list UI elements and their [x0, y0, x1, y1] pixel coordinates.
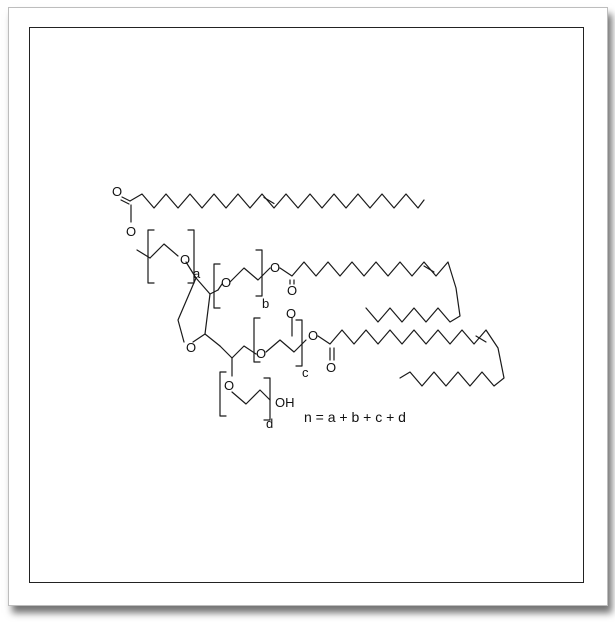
atom-o-carbonyl-c: O: [326, 360, 336, 375]
subscript-b: b: [262, 296, 269, 311]
double-bond-top: [263, 196, 275, 205]
atom-o-ring: O: [186, 340, 196, 355]
oleate-chain-b: [279, 261, 461, 323]
bracket-c-close: [295, 319, 303, 367]
peg-chain-c: [219, 317, 307, 367]
atom-o-chain-c: O: [256, 346, 266, 361]
figure-card: [8, 7, 608, 606]
bracket-a-close: [187, 229, 195, 284]
bracket-d-close: [263, 377, 271, 421]
atom-o-ester-top: O: [126, 224, 136, 239]
atom-o-ester-b: O: [270, 260, 280, 275]
bracket-b-close: [255, 249, 263, 297]
double-bond-c: [475, 335, 487, 343]
atom-o-chain-a: O: [180, 252, 190, 267]
oleate-chain-top: [129, 193, 425, 223]
subscript-c: c: [302, 365, 309, 380]
atom-o-carbonyl-c-link: O: [286, 306, 296, 321]
peg-chain-b: [213, 249, 271, 309]
sorbitan-ring: [177, 277, 221, 347]
bracket-a-open: [147, 229, 155, 284]
atom-o-chain-b: O: [221, 275, 231, 290]
atom-o-chain-d: O: [224, 378, 234, 393]
formula-label: n = a + b + c + d: [304, 409, 406, 425]
oleate-chain-c: [317, 329, 505, 387]
atom-o-ester-c: O: [308, 328, 318, 343]
atom-o-carbonyl-b: O: [287, 283, 297, 298]
double-bond-b: [423, 265, 435, 273]
atom-oh-terminal: OH: [275, 395, 295, 410]
carbonyl-top: [120, 196, 131, 205]
bracket-d-open: [219, 371, 227, 417]
peg-chain-d: [219, 357, 271, 421]
peg-chain-a: [136, 229, 197, 284]
figure-frame: [29, 27, 584, 583]
bracket-b-open: [213, 263, 221, 309]
subscript-a: a: [193, 266, 201, 281]
atom-o-carbonyl-top: O: [112, 184, 122, 199]
subscript-d: d: [266, 416, 273, 431]
bracket-c-open: [253, 317, 261, 363]
